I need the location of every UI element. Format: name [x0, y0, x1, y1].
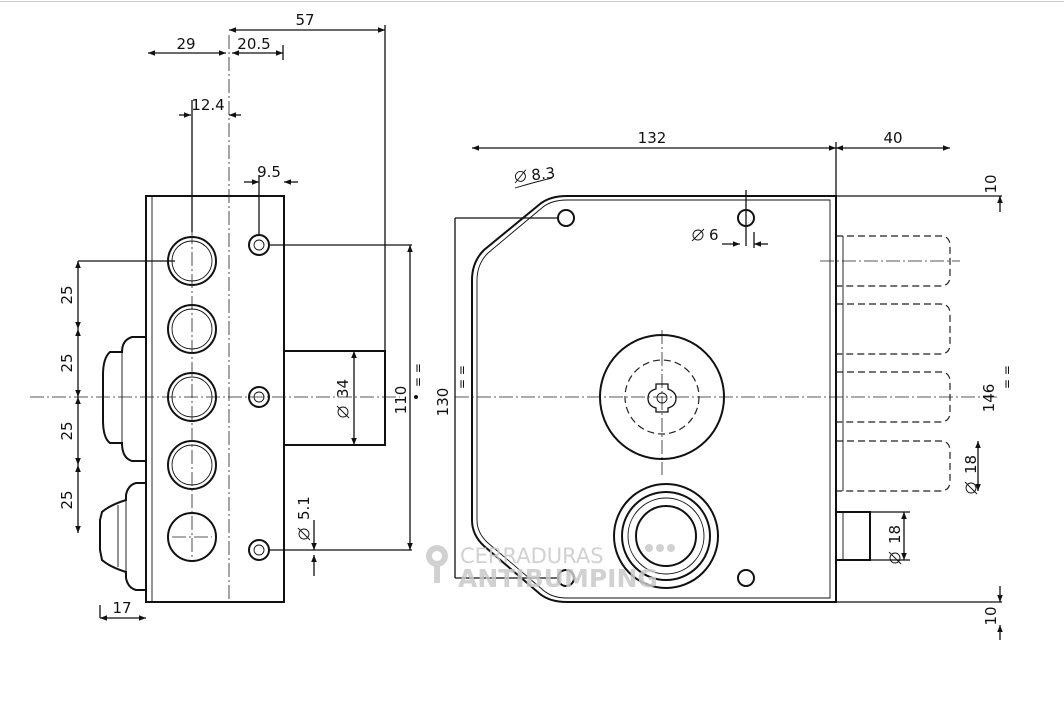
- dim-dia-5-1: 5.1: [295, 496, 313, 520]
- svg-text:= =: = =: [411, 363, 425, 387]
- dim-130: 130: [434, 388, 452, 417]
- dim-dia-18-latch: 18: [886, 525, 904, 544]
- dim-dia-8-3: 8.3: [530, 164, 556, 184]
- deadbolts: [820, 235, 960, 492]
- dim-25-d: 25: [58, 490, 76, 509]
- dim-10-bottom: 10: [982, 606, 1000, 625]
- dim-25-a: 25: [58, 285, 76, 304]
- case-screw-hole: [557, 209, 575, 227]
- side-view: 57 29 20.5 12.4 9.5 25 25 25 25 17: [30, 11, 425, 621]
- inside-knob: [102, 336, 146, 462]
- small-knob: [99, 482, 146, 591]
- dim-17: 17: [112, 599, 131, 617]
- bolt-holes: [167, 230, 217, 562]
- lower-cylinder-outer: [613, 483, 719, 589]
- dim-12-4: 12.4: [191, 96, 224, 114]
- dim-110: 110: [392, 386, 410, 415]
- latch: [836, 511, 871, 561]
- dim-9-5: 9.5: [257, 163, 281, 181]
- case-screw-hole: [737, 569, 755, 587]
- dim-57: 57: [295, 11, 314, 29]
- watermark-line2: ANTIBUMPING: [458, 564, 658, 593]
- cylinder-body: [284, 350, 386, 446]
- watermark: CERRADURAS ANTIBUMPING: [426, 544, 675, 593]
- front-view: 132 40 8.3 6 10 10 130 = =: [434, 129, 1014, 640]
- dim-dia-34: 34: [334, 379, 352, 398]
- dim-20-5: 20.5: [237, 35, 270, 53]
- dim-146: 146: [980, 384, 998, 413]
- cylinder-rosette: [599, 334, 725, 460]
- screw-holes: [248, 234, 270, 561]
- svg-text:= =: = =: [455, 365, 469, 389]
- lock-case-outline: [471, 195, 837, 603]
- dim-40: 40: [883, 129, 902, 147]
- watermark-line1: CERRADURAS: [460, 544, 604, 568]
- dim-25-b: 25: [58, 353, 76, 372]
- svg-text:= =: = =: [1000, 365, 1014, 389]
- dim-25-c: 25: [58, 421, 76, 440]
- dim-dia-18-bolt: 18: [962, 455, 980, 474]
- keyway: [647, 383, 677, 413]
- side-body-outline: [145, 195, 285, 603]
- dim-dia-6: 6: [709, 226, 719, 244]
- dim-29: 29: [176, 35, 195, 53]
- dim-10-top: 10: [982, 174, 1000, 193]
- dim-132: 132: [638, 129, 667, 147]
